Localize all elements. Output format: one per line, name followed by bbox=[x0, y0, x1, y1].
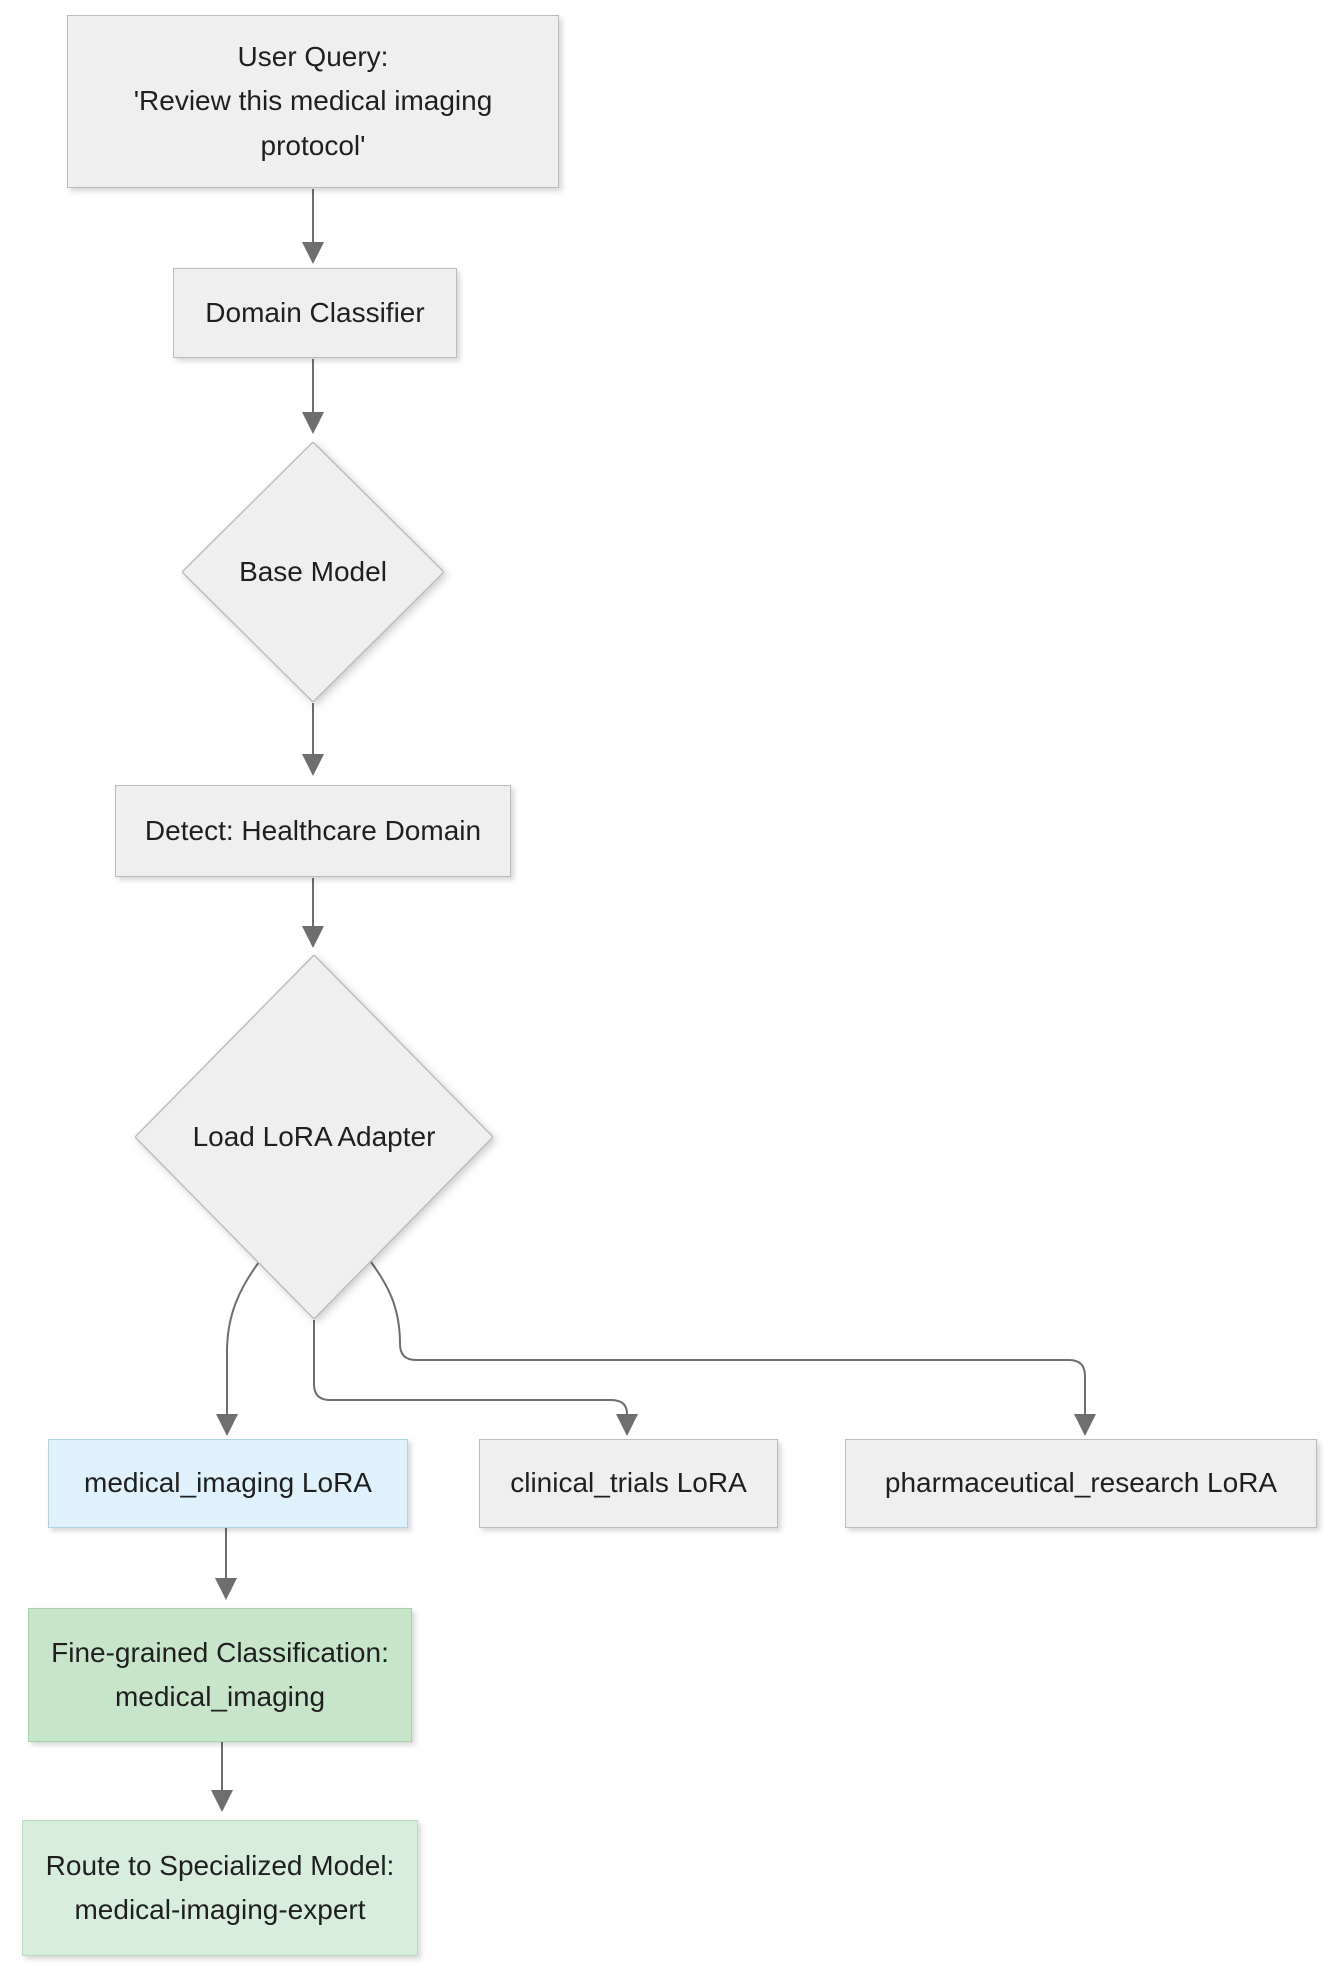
node-base-model: Base Model bbox=[182, 442, 444, 702]
base-model-diamond-shape bbox=[182, 442, 444, 702]
route-specialized-line-1: Route to Specialized Model: bbox=[45, 1849, 395, 1881]
domain-classifier-label: Domain Classifier bbox=[205, 296, 425, 328]
medical-imaging-lora-label: medical_imaging LoRA bbox=[84, 1467, 372, 1499]
fine-grained-line-2: medical_imaging bbox=[114, 1681, 326, 1712]
arrowhead-medical-imaging bbox=[216, 1414, 238, 1436]
user-query-line-3: protocol' bbox=[260, 129, 366, 161]
node-detect-healthcare: Detect: Healthcare Domain bbox=[115, 785, 511, 877]
load-lora-label: Load LoRA Adapter bbox=[192, 1120, 436, 1152]
edge-load-lora-to-pharmaceutical bbox=[370, 1261, 1086, 1414]
node-clinical-trials-lora: clinical_trials LoRA bbox=[479, 1439, 778, 1528]
node-load-lora: Load LoRA Adapter bbox=[135, 955, 493, 1319]
node-domain-classifier: Domain Classifier bbox=[173, 268, 457, 358]
node-fine-grained-classification: Fine-grained Classification: medical_ima… bbox=[28, 1608, 412, 1742]
base-model-label: Base Model bbox=[239, 555, 387, 587]
arrowhead-clinical-trials bbox=[616, 1414, 638, 1436]
pharmaceutical-research-lora-label: pharmaceutical_research LoRA bbox=[884, 1467, 1278, 1499]
edge-load-lora-to-clinical-trials bbox=[313, 1320, 628, 1415]
node-route-specialized: Route to Specialized Model: medical-imag… bbox=[22, 1820, 418, 1956]
arrowhead-route bbox=[211, 1790, 233, 1812]
user-query-line-1: User Query: bbox=[237, 41, 389, 73]
arrowhead-domain-classifier bbox=[302, 242, 324, 264]
edge-load-lora-to-medical-imaging bbox=[226, 1261, 260, 1414]
arrowhead-detect bbox=[302, 754, 324, 776]
detect-healthcare-label: Detect: Healthcare Domain bbox=[144, 814, 482, 846]
fine-grained-line-1: Fine-grained Classification: bbox=[51, 1636, 389, 1668]
node-user-query: User Query: 'Review this medical imaging… bbox=[67, 15, 559, 188]
arrowhead-base-model bbox=[302, 412, 324, 434]
load-lora-diamond-shape bbox=[135, 955, 493, 1319]
node-pharmaceutical-research-lora: pharmaceutical_research LoRA bbox=[845, 1439, 1317, 1528]
arrowhead-load-lora bbox=[302, 926, 324, 948]
node-medical-imaging-lora: medical_imaging LoRA bbox=[48, 1439, 408, 1528]
arrowhead-pharmaceutical bbox=[1074, 1414, 1096, 1436]
user-query-line-2: 'Review this medical imaging bbox=[133, 85, 493, 117]
clinical-trials-lora-label: clinical_trials LoRA bbox=[510, 1467, 747, 1499]
arrowhead-fine-grained bbox=[215, 1578, 237, 1600]
route-specialized-line-2: medical-imaging-expert bbox=[74, 1894, 366, 1925]
